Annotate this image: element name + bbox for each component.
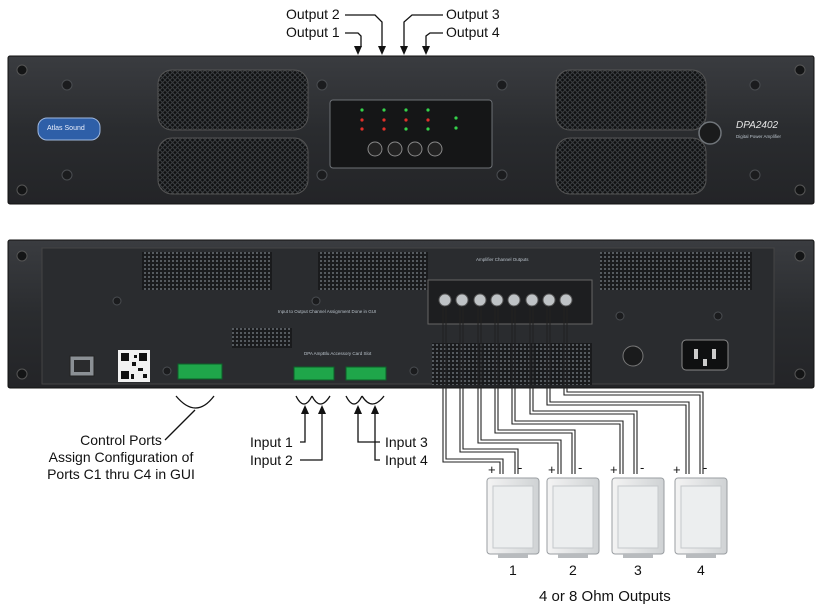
svg-text:+: +	[488, 462, 496, 477]
svg-text:+: +	[548, 462, 556, 477]
speaker-wires	[442, 306, 704, 474]
output-3-label: Output 3	[446, 6, 500, 22]
rear-panel	[7, 239, 815, 389]
svg-text:+: +	[673, 462, 681, 477]
amplifier-outputs-label: Amplifier Channel Outputs	[476, 257, 529, 262]
svg-text:-: -	[640, 460, 644, 475]
output-arrowheads	[354, 46, 430, 55]
input-arrowheads	[301, 405, 379, 414]
input-assignment-label: Input to Output Channel Assignment Done …	[278, 309, 377, 314]
front-panel	[7, 55, 815, 205]
speaker-2-number: 2	[569, 562, 577, 578]
speaker-1	[486, 477, 540, 558]
control-port-callout	[164, 395, 215, 441]
svg-text:-: -	[578, 460, 582, 475]
speaker-2	[546, 477, 600, 558]
accessory-card-label: DPA AmpBlu Accessory Card Slot	[304, 351, 372, 356]
input-4-label: Input 4	[385, 452, 428, 468]
speaker-3-number: 3	[634, 562, 642, 578]
speaker-1-number: 1	[509, 562, 517, 578]
polarity-marks: + - + - + - + -	[488, 460, 707, 477]
input-3-label: Input 3	[385, 434, 428, 450]
output-2-label: Output 2	[286, 6, 340, 22]
input-2-label: Input 2	[250, 452, 293, 468]
output-1-label: Output 1	[286, 24, 340, 40]
model-name: DPA2402	[736, 120, 779, 131]
output-callout-arrows	[345, 14, 443, 47]
speaker-4-number: 4	[697, 562, 705, 578]
speaker-3	[611, 477, 665, 558]
input-callouts	[295, 395, 385, 461]
control-ports-label: Control Ports Assign Configuration of Po…	[47, 432, 195, 482]
outputs-caption: 4 or 8 Ohm Outputs	[539, 588, 671, 605]
svg-text:-: -	[703, 460, 707, 475]
svg-text:-: -	[518, 460, 522, 475]
input-1-label: Input 1	[250, 434, 293, 450]
svg-text:+: +	[610, 462, 618, 477]
model-subtitle: Digital Power Amplifier	[736, 134, 782, 139]
speaker-4	[674, 477, 728, 558]
output-4-label: Output 4	[446, 24, 500, 40]
brand-logo-text: Atlas Sound	[47, 125, 85, 132]
